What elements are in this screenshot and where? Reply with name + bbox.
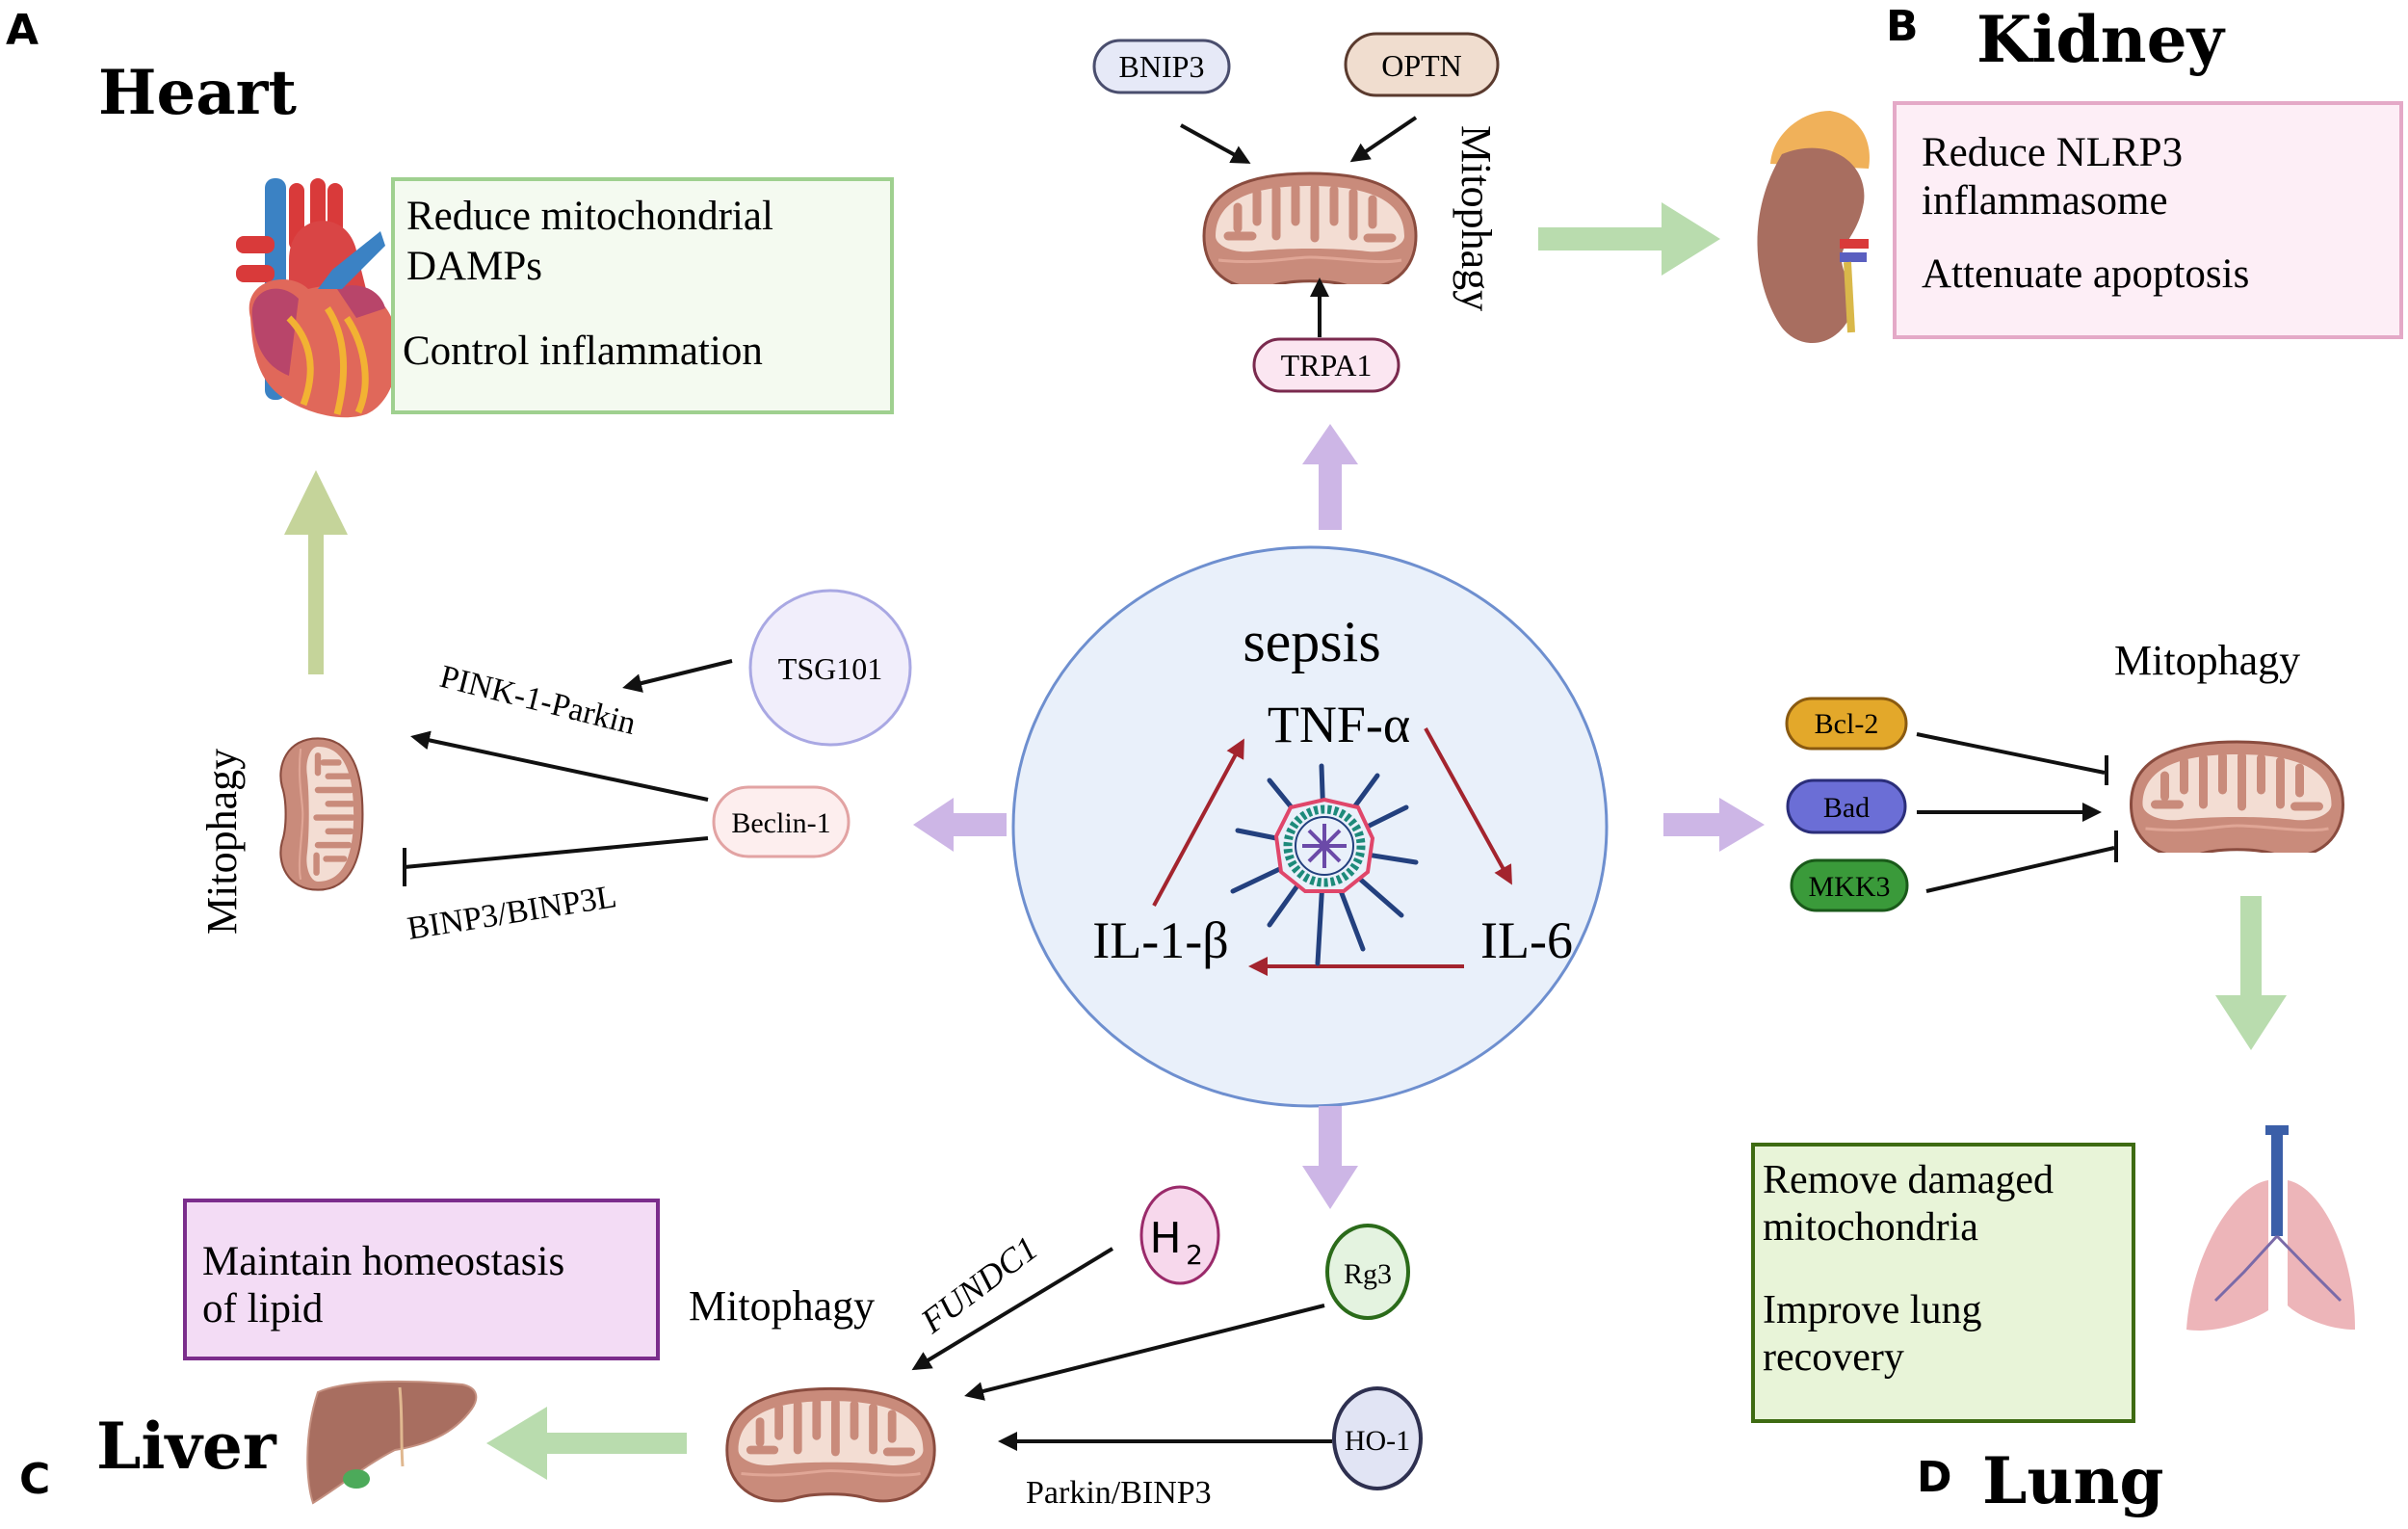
- lung-effect-arrow: [2215, 896, 2287, 1050]
- center-to-kidney-arrow: [1302, 424, 1358, 530]
- trpa1-label: TRPA1: [1281, 348, 1373, 382]
- tsg101-node[interactable]: TSG101: [748, 589, 912, 747]
- pink1-parkin-label: PINK-1-Parkin: [436, 659, 640, 742]
- liver-outcome-line-1: Maintain homeostasis: [202, 1239, 564, 1284]
- h2-label: H: [1149, 1214, 1181, 1263]
- cytokine-il1-beta: IL-1-β: [1092, 911, 1228, 969]
- lung-outcome-line-1: Remove damaged: [1763, 1158, 2054, 1202]
- heart-outcome-line-3: Control inflammation: [403, 329, 763, 374]
- mkk3-inhibit-line: [1925, 846, 2115, 893]
- center-to-heart-arrow: [913, 798, 1007, 852]
- lung-mitophagy-label: Mitophagy: [2114, 637, 2300, 684]
- lung-outcome-line-4: recovery: [1763, 1335, 1904, 1380]
- tsg101-label: TSG101: [778, 651, 882, 686]
- bnip3-arrow: [1180, 123, 1251, 164]
- heart-mitophagy-label: Mitophagy: [198, 749, 246, 935]
- h2-arrow: [911, 1247, 1114, 1371]
- kidney-outcome-line-1: Reduce NLRP3: [1922, 130, 2183, 175]
- trpa1-node[interactable]: TRPA1: [1252, 337, 1400, 393]
- tnf-to-il6-arrow: [1424, 727, 1512, 885]
- cytokine-tnf-alpha: TNF-α: [1268, 696, 1410, 753]
- heart-effect-arrow: [284, 470, 348, 674]
- lungs-icon: [2186, 1125, 2355, 1331]
- beclin1-label: Beclin-1: [731, 807, 830, 839]
- rg3-label: Rg3: [1344, 1258, 1392, 1290]
- ho1-node[interactable]: HO-1: [1332, 1386, 1423, 1490]
- lung-outcome-line-2: mitochondria: [1763, 1205, 1978, 1250]
- beclin1-activate-arrow: [410, 730, 709, 802]
- rg3-arrow: [964, 1304, 1325, 1401]
- heart-outcome-line-1: Reduce mitochondrial: [406, 194, 773, 239]
- kidney-outcome-box: Reduce NLRP3 inflammasome Attenuate apop…: [1893, 101, 2403, 339]
- panel-letter-d: D: [1917, 1453, 1952, 1502]
- mkk3-label: MKK3: [1808, 871, 1890, 903]
- h2-subscript: 2: [1186, 1239, 1203, 1271]
- sepsis-title: sepsis: [1243, 610, 1380, 673]
- heart-outcome-line-2: DAMPs: [406, 244, 542, 289]
- bnip3-node[interactable]: BNIP3: [1092, 39, 1231, 94]
- organ-title-heart: Heart: [98, 57, 297, 129]
- liver-mitochondrion-icon: [727, 1388, 934, 1501]
- bad-label: Bad: [1823, 792, 1870, 824]
- panel-letter-a: A: [6, 6, 39, 55]
- lung-mitochondrion-icon: [2132, 742, 2343, 857]
- beclin1-inhibit-line: [404, 836, 709, 869]
- organ-title-lung: Lung: [1982, 1443, 2164, 1518]
- center-to-lung-arrow: [1663, 798, 1765, 852]
- heart-outcome-box: Reduce mitochondrial DAMPs Control infla…: [391, 177, 894, 414]
- kidney-mitophagy-label: Mitophagy: [1453, 125, 1500, 311]
- lung-outcome-box: Remove damaged mitochondria Improve lung…: [1751, 1143, 2135, 1423]
- fundc1-label: FUNDC1: [913, 1228, 1045, 1341]
- kidney-outcome-line-2: inflammasome: [1922, 178, 2168, 224]
- beclin1-node[interactable]: Beclin-1: [712, 785, 851, 858]
- pathogen-core: [1273, 797, 1375, 893]
- bcl2-node[interactable]: Bcl-2: [1785, 697, 1908, 751]
- bnip3-label: BNIP3: [1119, 49, 1205, 84]
- panel-letter-b: B: [1886, 2, 1919, 51]
- optn-label: OPTN: [1381, 48, 1462, 83]
- bad-node[interactable]: Bad: [1786, 778, 1907, 834]
- lung-outcome-line-3: Improve lung: [1763, 1288, 1981, 1332]
- liver-icon: [306, 1380, 478, 1505]
- cytokine-il6: IL-6: [1480, 911, 1573, 969]
- optn-node[interactable]: OPTN: [1344, 32, 1500, 97]
- bcl2-label: Bcl-2: [1815, 708, 1879, 740]
- heart-icon: [236, 178, 399, 418]
- kidney-effect-arrow: [1538, 202, 1720, 276]
- liver-effect-arrow: [486, 1407, 687, 1480]
- kidney-mitochondrion-icon: [1204, 173, 1416, 288]
- organ-title-liver: Liver: [96, 1409, 277, 1484]
- panel-letter-c: C: [19, 1455, 50, 1504]
- liver-mitophagy-label: Mitophagy: [689, 1282, 875, 1330]
- liver-outcome-line-2: of lipid: [202, 1286, 323, 1331]
- kidney-outcome-line-3: Attenuate apoptosis: [1922, 251, 2249, 297]
- mkk3-node[interactable]: MKK3: [1790, 858, 1909, 912]
- heart-mitochondrion-icon: [280, 738, 362, 889]
- bcl2-inhibit-line: [1916, 732, 2106, 775]
- binp3-binp3l-label: BINP3/BINP3L: [405, 879, 618, 947]
- rg3-node[interactable]: Rg3: [1325, 1224, 1410, 1320]
- parkin-binp3-label: Parkin/BINP3: [1026, 1475, 1212, 1511]
- center-to-liver-arrow: [1302, 1106, 1358, 1209]
- h2-node[interactable]: H 2: [1139, 1185, 1220, 1285]
- kidney-icon: [1757, 111, 1870, 344]
- organ-title-kidney: Kidney: [1976, 2, 2226, 77]
- optn-arrow: [1349, 116, 1418, 163]
- il1b-to-tnf-arrow: [1152, 738, 1244, 907]
- liver-outcome-box: Maintain homeostasis of lipid: [183, 1199, 660, 1360]
- ho1-label: HO-1: [1345, 1425, 1410, 1457]
- tsg101-arrow: [622, 659, 733, 693]
